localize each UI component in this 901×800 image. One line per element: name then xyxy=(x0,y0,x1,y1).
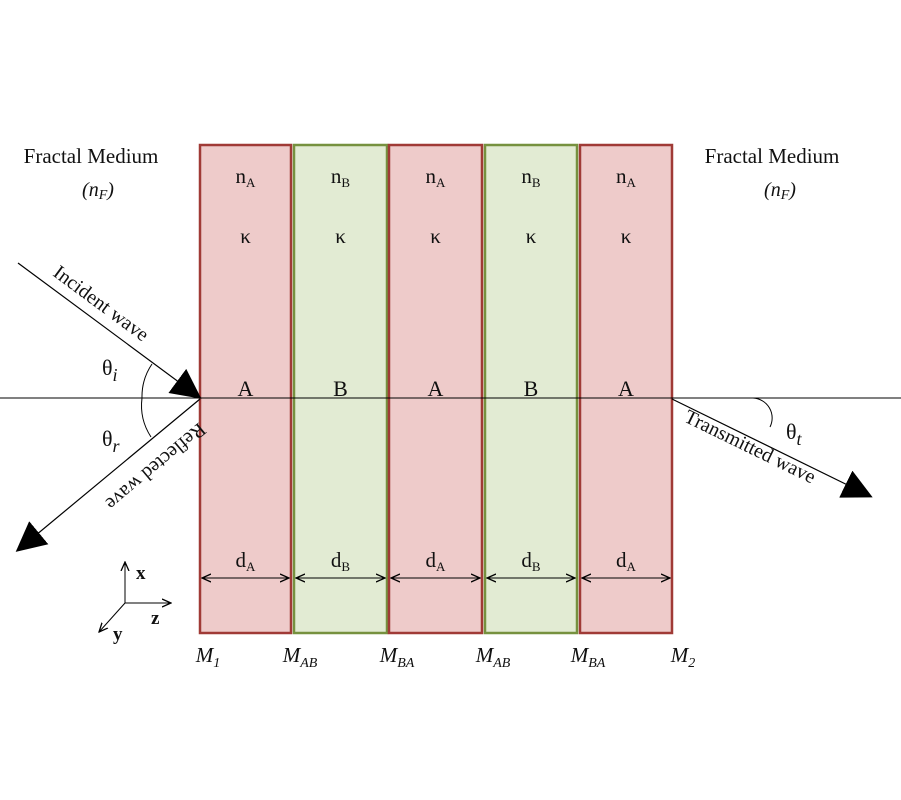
layer-rect xyxy=(578,143,674,635)
incident-angle-label: θi xyxy=(102,355,118,385)
layer-index-label: nA xyxy=(426,164,447,190)
reflected-wave-label: Reflected wave xyxy=(101,418,210,515)
interface-label: MAB xyxy=(282,643,318,671)
layer-rect xyxy=(292,143,389,635)
layer-thickness-label: dB xyxy=(521,548,541,574)
left-medium-title: Fractal Medium xyxy=(24,144,159,168)
layer-letter: A xyxy=(618,376,634,401)
left-medium-index: (nF) xyxy=(82,179,114,203)
layer-letter: A xyxy=(428,376,444,401)
layer-letter: B xyxy=(333,376,348,401)
interface-labels: M1 MAB MBA MAB MBA M2 xyxy=(195,643,696,671)
layer-rect xyxy=(387,143,484,635)
layer-index-label: nA xyxy=(616,164,637,190)
interface-label: MBA xyxy=(570,643,606,671)
incident-angle-arc xyxy=(141,363,153,399)
y-axis-label: y xyxy=(113,624,123,645)
interface-label: M1 xyxy=(195,643,221,671)
transmitted-wave-arrow xyxy=(671,398,873,498)
layer-index-label: nB xyxy=(331,164,351,190)
interface-label: MAB xyxy=(475,643,511,671)
layer-letter: A xyxy=(238,376,254,401)
y-axis-arrow xyxy=(99,602,126,632)
incident-wave-arrow xyxy=(17,262,202,399)
layer-rect xyxy=(198,143,293,635)
incident-wave-label: Incident wave xyxy=(49,261,153,346)
layer-kappa-label: κ xyxy=(240,224,251,248)
layer-index-label: nB xyxy=(521,164,541,190)
layer-kappa-label: κ xyxy=(335,224,346,248)
interface-label: M2 xyxy=(670,643,696,671)
layer-thickness-label: dA xyxy=(426,548,447,574)
layer-kappa-label: κ xyxy=(621,224,632,248)
layer-letter: B xyxy=(524,376,539,401)
layer-thickness-label: dB xyxy=(331,548,351,574)
interface-label: MBA xyxy=(379,643,415,671)
reflected-angle-arc xyxy=(141,397,152,438)
x-axis-label: x xyxy=(136,563,146,584)
layer-thickness-label: dA xyxy=(616,548,637,574)
right-medium-title: Fractal Medium xyxy=(705,144,840,168)
layer-rect xyxy=(483,143,579,635)
layer-thickness-label: dA xyxy=(236,548,257,574)
z-axis-label: z xyxy=(151,608,160,629)
layer-kappa-label: κ xyxy=(430,224,441,248)
right-medium-index: (nF) xyxy=(764,179,796,203)
transmitted-angle-arc xyxy=(752,397,773,428)
transmitted-angle-label: θt xyxy=(786,419,803,449)
reflected-angle-label: θr xyxy=(102,426,121,456)
layer-index-label: nA xyxy=(236,164,257,190)
layer-kappa-label: κ xyxy=(526,224,537,248)
reflected-wave-arrow xyxy=(15,398,201,552)
coordinate-axes: x z y xyxy=(99,562,171,645)
